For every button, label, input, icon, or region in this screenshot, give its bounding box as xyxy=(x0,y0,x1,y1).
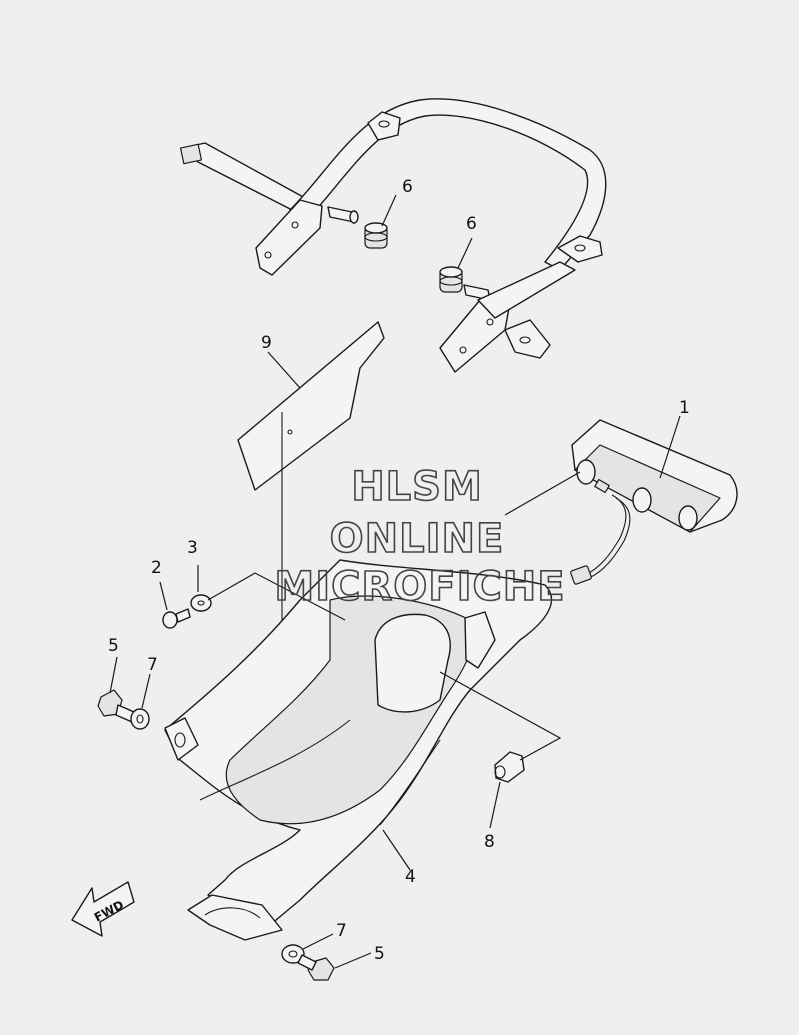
callout-6-upper: 6 xyxy=(402,177,413,197)
callout-2: 2 xyxy=(151,558,162,578)
watermark-line1: HLSM xyxy=(351,464,483,510)
cable-clip xyxy=(494,751,525,783)
grab-bar xyxy=(179,98,607,373)
callout-7-lower: 7 xyxy=(336,921,347,941)
washer xyxy=(190,594,212,612)
callout-6-lower: 6 xyxy=(466,214,477,234)
watermark: HLSM ONLINE MICROFICHE xyxy=(274,463,566,611)
callout-4: 4 xyxy=(405,867,416,887)
collar-upper xyxy=(130,708,150,730)
grommet-lower xyxy=(439,266,463,293)
screw xyxy=(162,608,191,629)
tail-light xyxy=(570,419,738,585)
callout-3: 3 xyxy=(187,538,198,558)
callout-5-lower: 5 xyxy=(374,944,385,964)
callout-9: 9 xyxy=(261,333,272,353)
rear-fender xyxy=(164,559,553,941)
grommet-upper xyxy=(364,222,388,249)
callout-1: 1 xyxy=(679,398,690,418)
callout-labels: 1 2 3 4 5 5 6 6 7 7 8 9 xyxy=(108,177,690,964)
watermark-line2: ONLINE xyxy=(330,516,505,562)
bolt-upper xyxy=(97,689,135,723)
watermark-line3: MICROFICHE xyxy=(274,564,565,610)
callout-7-upper: 7 xyxy=(147,655,158,675)
callout-8: 8 xyxy=(484,832,495,852)
leader-lines xyxy=(109,194,681,969)
forward-arrow-icon: FWD xyxy=(71,881,135,937)
bolt-lower xyxy=(297,954,335,981)
callout-5-upper: 5 xyxy=(108,636,119,656)
collar-lower xyxy=(281,944,305,964)
